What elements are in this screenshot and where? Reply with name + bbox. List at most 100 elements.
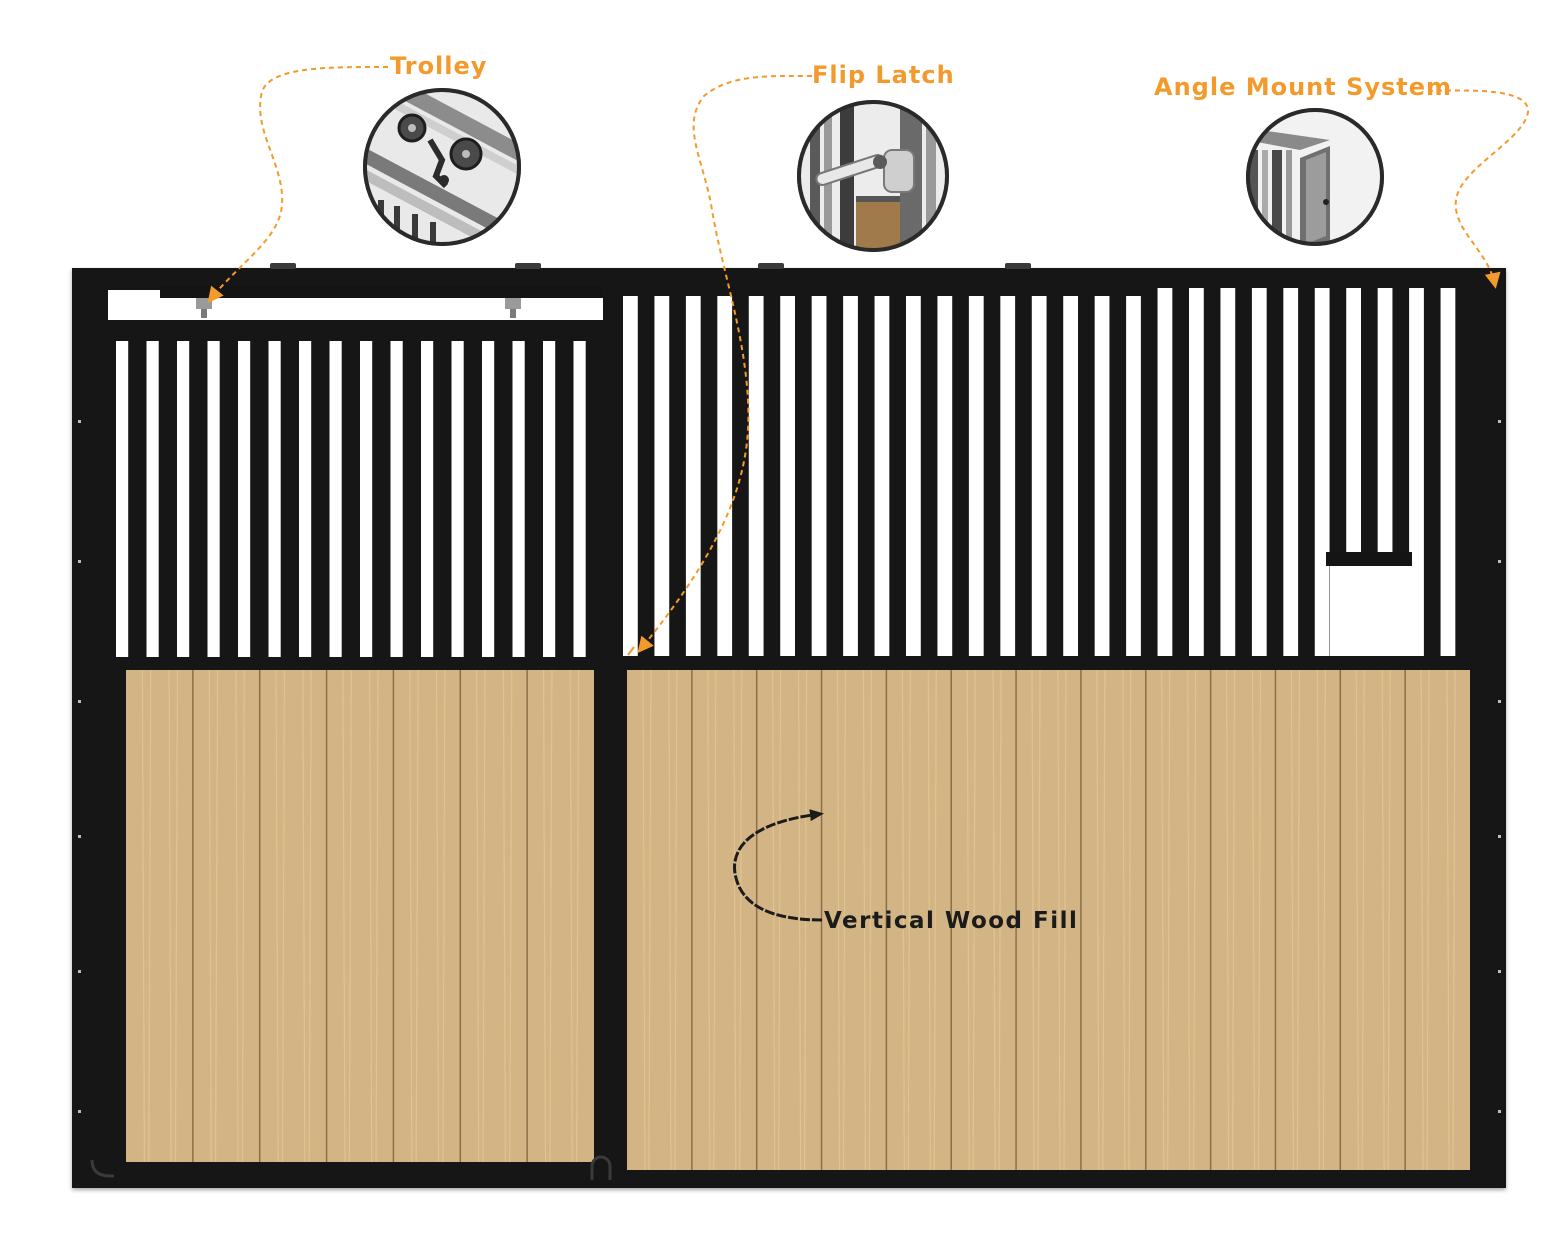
wood-grain	[1420, 669, 1424, 1171]
wood-grain	[713, 669, 717, 1171]
wood-grain	[1231, 669, 1236, 1171]
wood-grain	[1128, 669, 1132, 1171]
wood-grain	[215, 669, 219, 1163]
wood-grain	[868, 669, 873, 1171]
right-panel-wood-fill	[627, 670, 1470, 1170]
grille-opening	[238, 341, 251, 657]
mount-screw	[1498, 420, 1501, 423]
wood-grain	[308, 669, 312, 1163]
wood-grain	[642, 669, 646, 1171]
wood-grain	[933, 669, 937, 1171]
vertical-wood-fill-label: Vertical Wood Fill	[824, 908, 1079, 934]
grille-opening	[482, 341, 495, 657]
wood-grain	[241, 669, 245, 1163]
wood-grain	[208, 669, 212, 1163]
wood-grain	[1355, 669, 1359, 1171]
wood-grain	[235, 669, 239, 1163]
wood-grain	[1251, 669, 1256, 1171]
grille-opening	[1314, 288, 1330, 656]
wood-grain	[275, 669, 279, 1163]
wood-grain	[842, 669, 847, 1171]
trolley-label: Trolley	[390, 52, 488, 80]
wood-grain	[998, 669, 1002, 1171]
wood-grain	[281, 669, 286, 1163]
grille-opening	[780, 296, 796, 656]
grille-opening	[1440, 288, 1456, 656]
curved-arrow-icon	[733, 809, 824, 922]
grille-opening	[207, 341, 220, 657]
grille-opening	[360, 341, 373, 657]
wood-grain	[569, 669, 573, 1163]
grille-opening	[685, 296, 701, 656]
wood-grain	[862, 669, 867, 1171]
right-panel-grille	[623, 288, 1456, 656]
wood-grain	[1187, 669, 1191, 1171]
grille-opening	[1157, 288, 1173, 656]
mount-screw	[78, 420, 81, 423]
door-guide-left	[90, 1159, 114, 1178]
grille-opening	[654, 296, 670, 656]
wood-grain	[1122, 669, 1126, 1171]
grille-opening	[843, 296, 858, 656]
mount-screw	[1498, 1110, 1501, 1113]
grille-opening	[146, 341, 159, 657]
mount-screw	[1498, 560, 1501, 563]
wood-grain	[1452, 669, 1456, 1171]
wood-grain	[1161, 669, 1165, 1171]
grille-opening	[1251, 288, 1267, 656]
wood-grain	[1426, 669, 1430, 1171]
grille-opening	[451, 341, 464, 657]
grille-opening	[1031, 296, 1047, 656]
wood-grain	[1063, 669, 1067, 1171]
trolley-hanger-left	[196, 298, 212, 318]
mount-screw	[78, 700, 81, 703]
grille-opening	[1409, 288, 1424, 656]
grille-opening	[811, 296, 827, 656]
wood-grain	[1361, 669, 1365, 1171]
wood-grain	[1296, 669, 1301, 1171]
mount-screw	[1498, 835, 1501, 838]
flip-latch-leader	[637, 74, 813, 654]
wood-grain	[972, 669, 976, 1171]
mount-screw	[1498, 700, 1501, 703]
right-panel-wood-boards	[642, 669, 1456, 1171]
wood-grain	[435, 669, 440, 1163]
wood-grain	[1225, 669, 1230, 1171]
grille-opening	[1000, 296, 1016, 656]
wood-grain	[369, 669, 373, 1163]
wood-grain	[778, 669, 782, 1171]
door-guide-right	[590, 1155, 612, 1180]
mount-screw	[78, 560, 81, 563]
wood-grain	[141, 669, 145, 1163]
grille-opening	[1189, 288, 1204, 656]
wood-grain	[502, 669, 506, 1163]
wood-grain	[302, 669, 306, 1163]
wood-grain	[1096, 669, 1100, 1171]
mount-screw	[78, 835, 81, 838]
wood-grain	[907, 669, 911, 1171]
wood-grain	[1167, 669, 1171, 1171]
feed-window-header	[1326, 552, 1412, 566]
wood-grain	[1381, 669, 1385, 1171]
trolley-hanger-right	[505, 298, 521, 318]
wood-grain	[707, 669, 711, 1171]
grille-opening	[717, 296, 733, 656]
wood-grain	[797, 669, 802, 1171]
wood-grain	[1290, 669, 1295, 1171]
wood-grain	[739, 669, 743, 1171]
wood-grain	[342, 669, 346, 1163]
wood-grain	[733, 669, 737, 1171]
wood-grain	[442, 669, 446, 1163]
grille-opening	[299, 341, 312, 657]
wood-grain	[1257, 669, 1262, 1171]
wood-grain	[836, 669, 841, 1171]
grille-opening	[116, 341, 129, 657]
mount-screw	[1498, 970, 1501, 973]
trolley-leader	[207, 65, 389, 304]
wood-grain	[992, 669, 996, 1171]
grille-opening	[1063, 296, 1079, 656]
wood-grain	[674, 669, 678, 1171]
mount-screw	[78, 970, 81, 973]
grille-opening	[573, 341, 586, 657]
